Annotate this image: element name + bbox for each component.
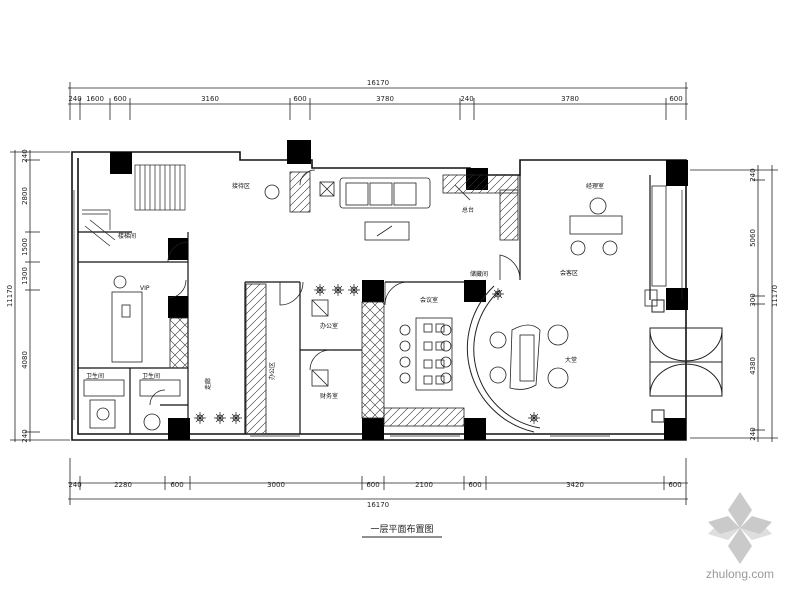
bottom-dim-6: 2100	[415, 481, 433, 489]
room-label-stair: 楼梯间	[118, 232, 136, 240]
watermark-text: zhulong.com	[706, 567, 774, 581]
right-total-dimension: 11170	[771, 285, 779, 307]
vip-room-furniture	[83, 275, 181, 431]
top-dim-5: 600	[293, 95, 306, 103]
entrance-doors	[649, 299, 723, 423]
sofa-set	[264, 177, 431, 241]
room-label-front-desk: 总台	[462, 206, 474, 214]
office-desk	[569, 197, 658, 307]
right-dim-3: 300	[749, 293, 757, 306]
structural-columns	[110, 140, 688, 440]
room-label-guest-area: 会客区	[560, 269, 578, 277]
bottom-total-dimension: 16170	[367, 501, 389, 509]
left-dimension-lines	[10, 150, 70, 442]
left-dim-1: 240	[21, 149, 29, 162]
curved-feature-wall	[466, 285, 541, 433]
right-dim-1: 240	[749, 168, 757, 181]
potted-plants	[194, 284, 540, 424]
bottom-dim-9: 600	[668, 481, 681, 489]
top-dim-1: 240	[68, 95, 81, 103]
top-dim-4: 3160	[201, 95, 219, 103]
room-label-meeting: 会议室	[420, 296, 438, 304]
door-swings	[149, 169, 521, 406]
room-label-office: 办公室	[320, 322, 338, 330]
right-dimension-lines	[690, 165, 778, 442]
watermark-logo	[708, 492, 772, 564]
right-dim-2: 5060	[749, 229, 757, 247]
left-dim-5: 4080	[21, 351, 29, 369]
top-dim-2: 1600	[86, 95, 104, 103]
room-label-reception-area: 接待区	[232, 182, 250, 190]
right-dim-4: 4380	[749, 357, 757, 375]
bottom-dimension-lines	[68, 458, 688, 505]
bottom-dim-2: 2280	[114, 481, 132, 489]
room-label-desk-area: 办公区	[268, 362, 276, 380]
meeting-table	[399, 317, 453, 391]
room-label-finance: 财务室	[320, 392, 338, 400]
bottom-dim-3: 600	[170, 481, 183, 489]
room-label-vip: VIP	[140, 285, 150, 292]
windows	[73, 190, 683, 437]
room-label-toilet-right: 卫生间	[142, 372, 160, 380]
top-dim-6: 3780	[376, 95, 394, 103]
left-total-dimension: 11170	[6, 285, 14, 307]
left-dim-2: 2800	[21, 187, 29, 205]
top-dim-8: 3780	[561, 95, 579, 103]
lounge-furniture	[489, 324, 569, 390]
top-dim-3: 600	[113, 95, 126, 103]
top-dim-7: 240	[460, 95, 473, 103]
room-label-corridor: 走廊	[204, 378, 212, 390]
room-label-storage: 储藏间	[470, 270, 488, 278]
left-dim-3: 1500	[21, 238, 29, 256]
drawing-title: 一层平面布置图	[370, 523, 433, 535]
right-dim-5: 240	[749, 427, 757, 440]
bottom-dim-8: 3420	[566, 481, 584, 489]
left-dim-4: 1300	[21, 267, 29, 285]
top-dim-9: 600	[669, 95, 682, 103]
bottom-dim-4: 3000	[267, 481, 285, 489]
room-label-lobby: 大堂	[565, 356, 577, 364]
office-cubicles	[311, 299, 329, 387]
left-dim-6: 240	[21, 429, 29, 442]
bottom-dim-1: 240	[68, 481, 81, 489]
room-label-toilet-left: 卫生间	[86, 372, 104, 380]
bottom-dim-7: 600	[468, 481, 481, 489]
bottom-dim-5: 600	[366, 481, 379, 489]
top-total-dimension: 16170	[367, 79, 389, 87]
top-dimension-lines	[68, 82, 688, 120]
staircase	[82, 164, 186, 247]
hatched-cabinets	[169, 171, 667, 435]
room-label-manager: 经理室	[586, 182, 604, 190]
